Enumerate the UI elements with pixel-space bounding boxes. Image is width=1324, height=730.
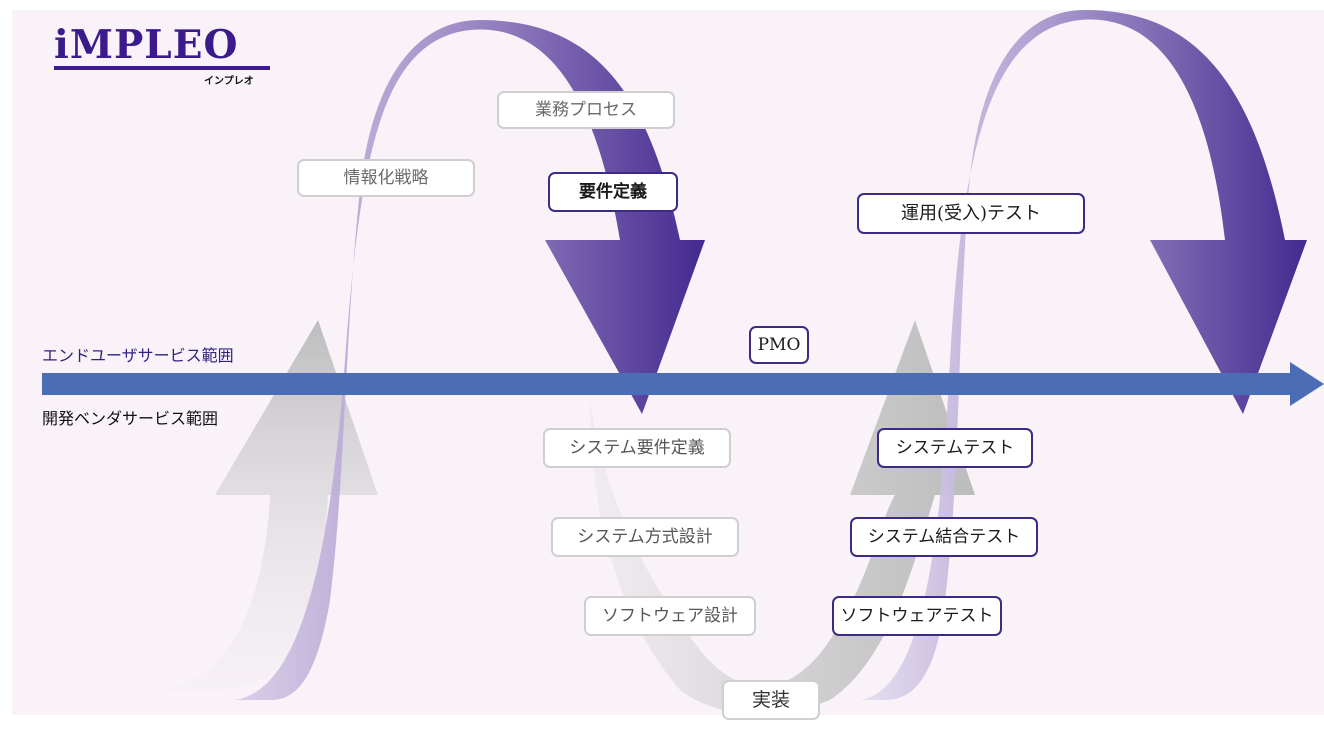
scope-axis-arrow: [42, 362, 1324, 406]
phase-software-design: ソフトウェア設計: [584, 596, 756, 636]
logo-wordmark: iMPLEO: [54, 22, 239, 68]
vendor-scope-label: 開発ベンダサービス範囲: [42, 409, 219, 428]
phase-system-test: システムテスト: [877, 428, 1033, 468]
phase-implementation: 実装: [722, 680, 820, 720]
logo-underline: [54, 66, 270, 70]
phase-operational-acceptance-test: 運用(受入)テスト: [857, 193, 1085, 234]
phase-system-integration-test: システム結合テスト: [850, 517, 1038, 557]
phase-system-architecture-design: システム方式設計: [551, 517, 739, 557]
impleo-logo: iMPLEO インプレオ: [54, 22, 270, 87]
phase-it-strategy: 情報化戦略: [297, 159, 475, 197]
end-user-scope-label: エンドユーザサービス範囲: [42, 346, 234, 365]
phase-requirements-definition: 要件定義: [548, 172, 678, 212]
logo-reading: インプレオ: [204, 76, 254, 87]
phase-system-requirements-definition: システム要件定義: [543, 428, 731, 468]
grey-rising-arrow-left: [150, 320, 378, 690]
phase-pmo: PMO: [749, 326, 809, 364]
phase-software-test: ソフトウェアテスト: [832, 596, 1002, 636]
phase-business-process: 業務プロセス: [497, 91, 675, 129]
purple-flow-band-2: [860, 10, 1307, 700]
